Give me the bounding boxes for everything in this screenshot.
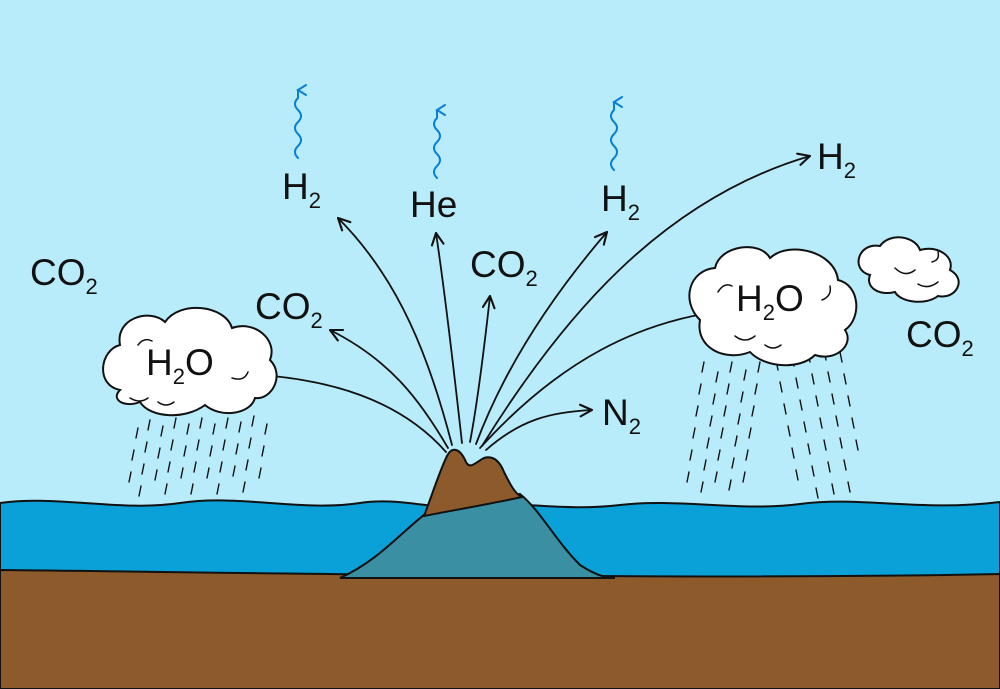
rain-right (686, 349, 859, 499)
volcano (423, 448, 523, 517)
label-h2-escape-right: H2 (601, 180, 640, 225)
label-h2o-right-cloud: H2O (736, 280, 804, 325)
escape-arrow-h2-left (294, 84, 307, 159)
escape-arrow-h2-right (610, 96, 623, 171)
seafloor-ground (0, 568, 1000, 689)
arrow-to-co2-center (469, 294, 496, 443)
cloud-right (688, 246, 858, 367)
label-n2: N2 (602, 394, 641, 439)
label-h2o-left-cloud: H2O (146, 344, 214, 389)
label-h2-escape-left: H2 (282, 168, 321, 213)
escape-arrows (294, 84, 623, 179)
label-co2-center: CO2 (470, 246, 538, 291)
cloud-small-right (857, 236, 960, 303)
rain-left (128, 415, 268, 497)
cloud-left (102, 306, 278, 417)
arrow-to-co2-left (328, 328, 449, 449)
escape-arrow-he (433, 104, 446, 179)
label-co2-far-left: CO2 (30, 254, 98, 299)
label-he-escape: He (410, 186, 458, 225)
arrow-to-h2-right (475, 230, 609, 445)
label-co2-right: CO2 (906, 316, 974, 361)
arrow-to-h2-far-right (481, 152, 812, 447)
label-h2-far-right: H2 (817, 138, 856, 183)
label-co2-left: CO2 (255, 288, 323, 333)
arrow-to-h2-left (336, 216, 453, 446)
arrow-to-he (430, 231, 463, 444)
cloud-details (129, 251, 940, 406)
submerged-volcano (339, 492, 616, 579)
arrow-to-n2 (485, 403, 594, 451)
